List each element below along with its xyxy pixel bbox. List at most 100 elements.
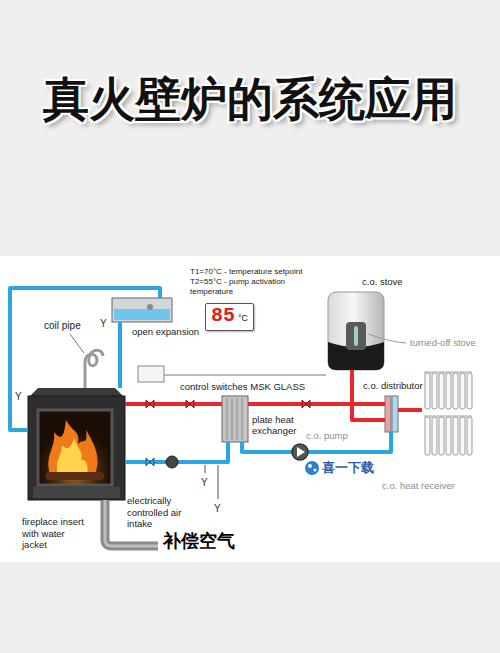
radiator-column [467, 417, 472, 455]
label-holder: 补偿空气 [163, 529, 235, 552]
radiator-column [439, 373, 444, 409]
radiator-column [425, 417, 430, 455]
drain-mark: Y [100, 317, 107, 330]
stove-illustration [328, 292, 384, 370]
watermark-dot [308, 464, 312, 468]
component-label: open expansion [132, 326, 199, 338]
exchanger-plate [237, 398, 238, 440]
drain-line [217, 465, 219, 499]
radiator-illustration [424, 371, 472, 455]
drain-mark: Y [15, 390, 22, 403]
unit-label: °C [238, 307, 248, 329]
radiator-column [446, 373, 451, 409]
control-box [138, 366, 164, 382]
diagram-panel [0, 256, 500, 562]
radiator-column [432, 373, 437, 409]
drain-mark: Y [214, 502, 221, 515]
pipe-connector [352, 370, 385, 420]
valve-symbol [186, 400, 194, 408]
part-label: control switches MSK GLASS [180, 381, 305, 393]
pipe-connector [125, 402, 222, 406]
label-holder: 喜一下载 [322, 460, 374, 476]
label-holder: Y [100, 317, 107, 330]
log [46, 472, 104, 480]
exchanger-body [222, 396, 248, 442]
setpoint-note: T2=55°C - pump activation temperature [190, 277, 308, 296]
temperature-digits: 85 [211, 305, 235, 327]
fireplace-body [28, 396, 125, 500]
fireplace: fireplace insert with water jacket [28, 388, 125, 500]
circulation-pump: c.o. pump [292, 444, 308, 460]
fireplace-window [38, 410, 112, 485]
drain-line [204, 465, 206, 473]
tank-water [114, 309, 170, 320]
page-title: 真火壁炉的系统应用 [0, 72, 500, 126]
stove-gauge [354, 326, 358, 346]
radiator-column [432, 417, 437, 455]
pipe-connector [118, 322, 122, 388]
component-label: fireplace insert with water jacket [22, 516, 92, 551]
exchanger-plate [227, 398, 228, 440]
stove-panel [346, 322, 366, 350]
radiator-column [460, 417, 465, 455]
distributor-bar [392, 396, 398, 432]
label-holder: T1=70°C - temperature setpoint [190, 267, 302, 277]
radiator-column [439, 417, 444, 455]
radiator-column [453, 417, 458, 455]
pump-symbol [292, 444, 308, 460]
pump-arrow [297, 447, 305, 457]
pipe-connector [248, 402, 385, 406]
component-label: plate heat exchanger [252, 414, 308, 436]
component-label: c.o. stove [362, 276, 403, 288]
radiator-column [453, 373, 458, 409]
fireplace-base [33, 487, 120, 498]
flame [48, 420, 97, 474]
component-label: c.o. heat receiver [382, 480, 455, 492]
component-label: c.o. pump [306, 430, 348, 442]
pipe-connector [10, 288, 160, 430]
watermark-dot [314, 469, 317, 472]
label-holder: control switches MSK GLASS [180, 381, 305, 393]
temperature-display: 85°C [205, 303, 254, 331]
valve-symbol [146, 458, 154, 466]
expansion-tank: open expansion [112, 298, 172, 322]
pipe-connector [398, 408, 422, 412]
component-label: c.o. distributor [363, 380, 423, 392]
watermark-circle [305, 461, 319, 475]
expansion-tank [112, 298, 172, 322]
valve-symbol [146, 400, 154, 408]
plate-heat-exchanger: plate heat exchanger [222, 396, 248, 442]
valve-symbol [302, 400, 310, 408]
distributor: c.o. distributor [385, 396, 398, 432]
title-holder: 真火壁炉的系统应用 [0, 72, 500, 126]
radiator-column [467, 373, 472, 409]
tank-float [147, 304, 153, 310]
tank-body [112, 298, 172, 322]
fireplace-hood [30, 388, 123, 396]
leader-line [70, 334, 84, 353]
stove: c.o. stove [328, 292, 384, 370]
label-holder: electrically controlled air intake [127, 495, 187, 530]
setpoint-note: T1=70°C - temperature setpoint [190, 267, 302, 277]
pipe-connector [242, 442, 292, 452]
distributor-bar [385, 396, 391, 432]
part-label: coil pipe [44, 319, 81, 332]
exchanger-plate [232, 398, 233, 440]
part-label: turned-off stove [410, 337, 476, 349]
label-holder: T2=55°C - pump activation temperature [190, 277, 308, 296]
radiator-column [446, 417, 451, 455]
watermark-icon [305, 461, 319, 475]
watermark: 喜一下载 [322, 460, 374, 476]
fire-glow [39, 411, 111, 484]
label-holder: coil pipe [44, 319, 81, 332]
pump-symbol [166, 456, 178, 468]
heat-receiver: c.o. heat receiver [422, 370, 472, 458]
annotation: 补偿空气 [163, 529, 235, 552]
drain-mark: Y [201, 476, 208, 489]
exchanger-plate [242, 398, 243, 440]
label-holder: Y [214, 502, 221, 515]
radiator-column [425, 373, 430, 409]
distributor-symbol [385, 396, 398, 432]
stove-body [328, 292, 384, 370]
